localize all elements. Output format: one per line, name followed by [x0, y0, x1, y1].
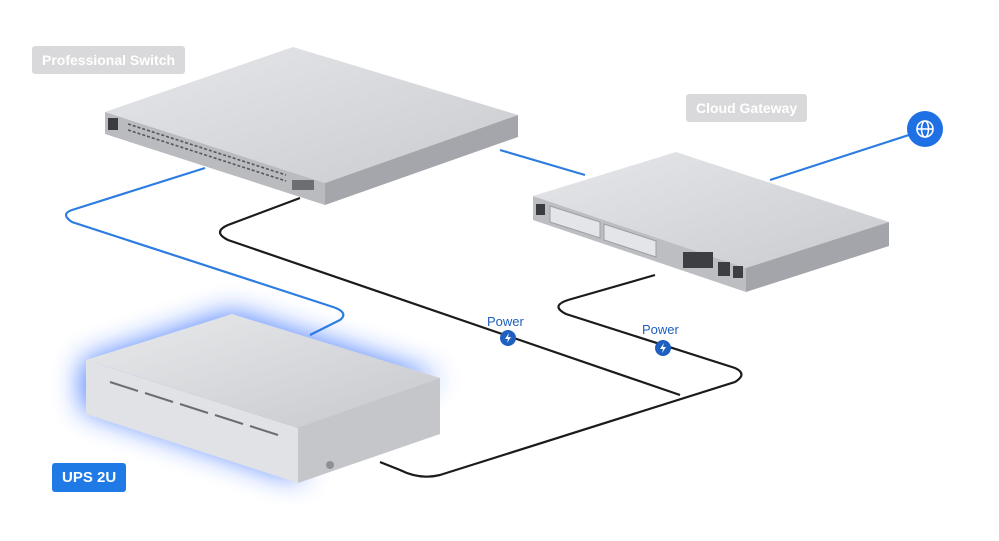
- ups-2u-device: [82, 312, 440, 483]
- globe-icon: [916, 120, 934, 138]
- cloud-gateway-device: [533, 152, 889, 292]
- data-cable-switch-gateway: [499, 148, 586, 177]
- switch-ports: [127, 123, 287, 182]
- power-cable-gateway: [379, 273, 743, 478]
- ups-2u-label: UPS 2U: [52, 463, 127, 492]
- internet-node: [907, 111, 943, 147]
- power-label-2: Power: [642, 322, 679, 337]
- gateway-ports: [683, 252, 743, 278]
- professional-switch-label: Professional Switch: [32, 46, 186, 74]
- lightning-bolt-icon: [505, 333, 511, 343]
- lightning-bolt-icon: [660, 343, 666, 353]
- power-marker-2: [655, 340, 671, 356]
- data-cable-switch-ups: [64, 166, 345, 336]
- power-cable-switch: [218, 196, 681, 397]
- data-cable-gateway-internet: [769, 132, 913, 182]
- professional-switch-device: [105, 47, 518, 205]
- power-label-1: Power: [487, 314, 524, 329]
- ups-vents: [109, 381, 279, 436]
- cloud-gateway-label: Cloud Gateway: [686, 94, 808, 122]
- power-marker-1: [500, 330, 516, 346]
